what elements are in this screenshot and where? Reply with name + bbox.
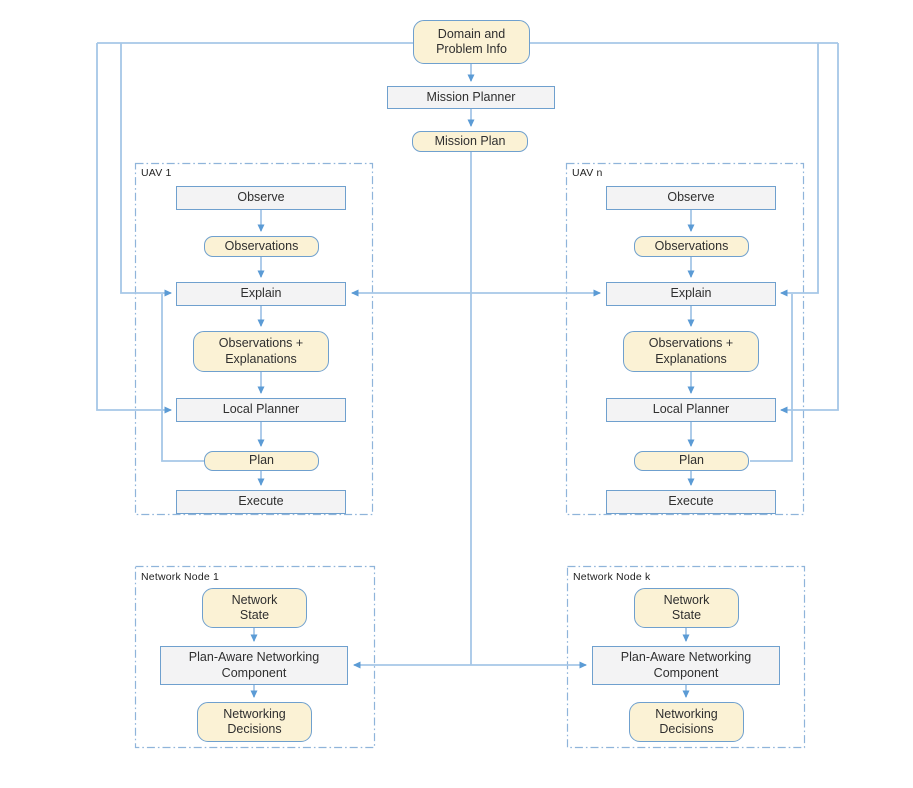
uavn-execute-label: Execute <box>668 494 714 509</box>
node1-plan-aware-networking-component-box: Plan-Aware Networking Component <box>160 646 348 685</box>
nodek-network-state-label: Network State <box>663 592 710 622</box>
uav-1-container-label: UAV 1 <box>141 167 172 179</box>
uav1-observations-explanations-box: Observations + Explanations <box>193 331 329 372</box>
uavn-local-planner-label: Local Planner <box>652 402 730 417</box>
node1-networking-decisions-box: Networking Decisions <box>197 702 312 742</box>
node1-network-state-label: Network State <box>231 592 278 622</box>
uav1-observations-box: Observations <box>204 236 319 257</box>
edge-uav1-plan-to-explain <box>161 294 204 462</box>
nodek-networking-decisions-label: Networking Decisions <box>655 706 718 736</box>
edge-domain-to-uavn-explain <box>780 43 819 297</box>
node1-plan-aware-label: Plan-Aware Networking Component <box>188 650 320 680</box>
uav-n-container-label: UAV n <box>572 167 603 179</box>
uavn-explain-box: Explain <box>606 282 776 306</box>
mission-plan-label: Mission Plan <box>434 133 506 148</box>
node1-networking-decisions-label: Networking Decisions <box>223 706 286 736</box>
uav-n-container <box>565 162 805 516</box>
network-node-k-container-label: Network Node k <box>573 571 651 583</box>
uav1-local-planner-label: Local Planner <box>222 402 300 417</box>
network-node-1-container <box>134 565 376 749</box>
domain-problem-info-box: Domain and Problem Info <box>413 20 530 64</box>
uavn-observations-explanations-box: Observations + Explanations <box>623 331 759 372</box>
uavn-plan-label: Plan <box>678 453 705 468</box>
uav-1-container <box>134 162 374 516</box>
nodek-plan-aware-label: Plan-Aware Networking Component <box>620 650 752 680</box>
uav1-observe-label: Observe <box>237 190 285 205</box>
edge-domain-to-uav1-local-planner <box>96 43 172 414</box>
uavn-execute-box: Execute <box>606 490 776 514</box>
uavn-observations-label: Observations <box>654 238 729 253</box>
uav1-explain-label: Explain <box>240 286 282 301</box>
edge-uavn-plan-to-explain <box>750 294 793 462</box>
uav1-explain-box: Explain <box>176 282 346 306</box>
uavn-observe-box: Observe <box>606 186 776 210</box>
network-node-1-container-label: Network Node 1 <box>141 571 220 583</box>
uav1-plan-box: Plan <box>204 451 319 471</box>
uav1-execute-label: Execute <box>238 494 284 509</box>
uav1-local-planner-box: Local Planner <box>176 398 346 422</box>
uavn-observations-box: Observations <box>634 236 749 257</box>
node1-network-state-box: Network State <box>202 588 307 628</box>
edge-domain-to-uavn-local-planner <box>780 43 839 414</box>
uavn-observations-explanations-label: Observations + Explanations <box>648 336 734 366</box>
network-node-k-container <box>566 565 806 749</box>
nodek-plan-aware-networking-component-box: Plan-Aware Networking Component <box>592 646 780 685</box>
uavn-observe-label: Observe <box>667 190 715 205</box>
mission-plan-box: Mission Plan <box>412 131 528 152</box>
uav1-execute-box: Execute <box>176 490 346 514</box>
mission-planner-box: Mission Planner <box>387 86 555 109</box>
uav1-observations-label: Observations <box>224 238 299 253</box>
edge-domain-to-uav1-explain <box>120 43 172 297</box>
uavn-explain-label: Explain <box>670 286 712 301</box>
uavn-plan-box: Plan <box>634 451 749 471</box>
nodek-network-state-box: Network State <box>634 588 739 628</box>
uav1-plan-label: Plan <box>248 453 275 468</box>
uav1-observations-explanations-label: Observations + Explanations <box>218 336 304 366</box>
uavn-local-planner-box: Local Planner <box>606 398 776 422</box>
domain-problem-info-label: Domain and Problem Info <box>436 26 507 56</box>
nodek-networking-decisions-box: Networking Decisions <box>629 702 744 742</box>
uav1-observe-box: Observe <box>176 186 346 210</box>
mission-planner-label: Mission Planner <box>426 89 516 104</box>
